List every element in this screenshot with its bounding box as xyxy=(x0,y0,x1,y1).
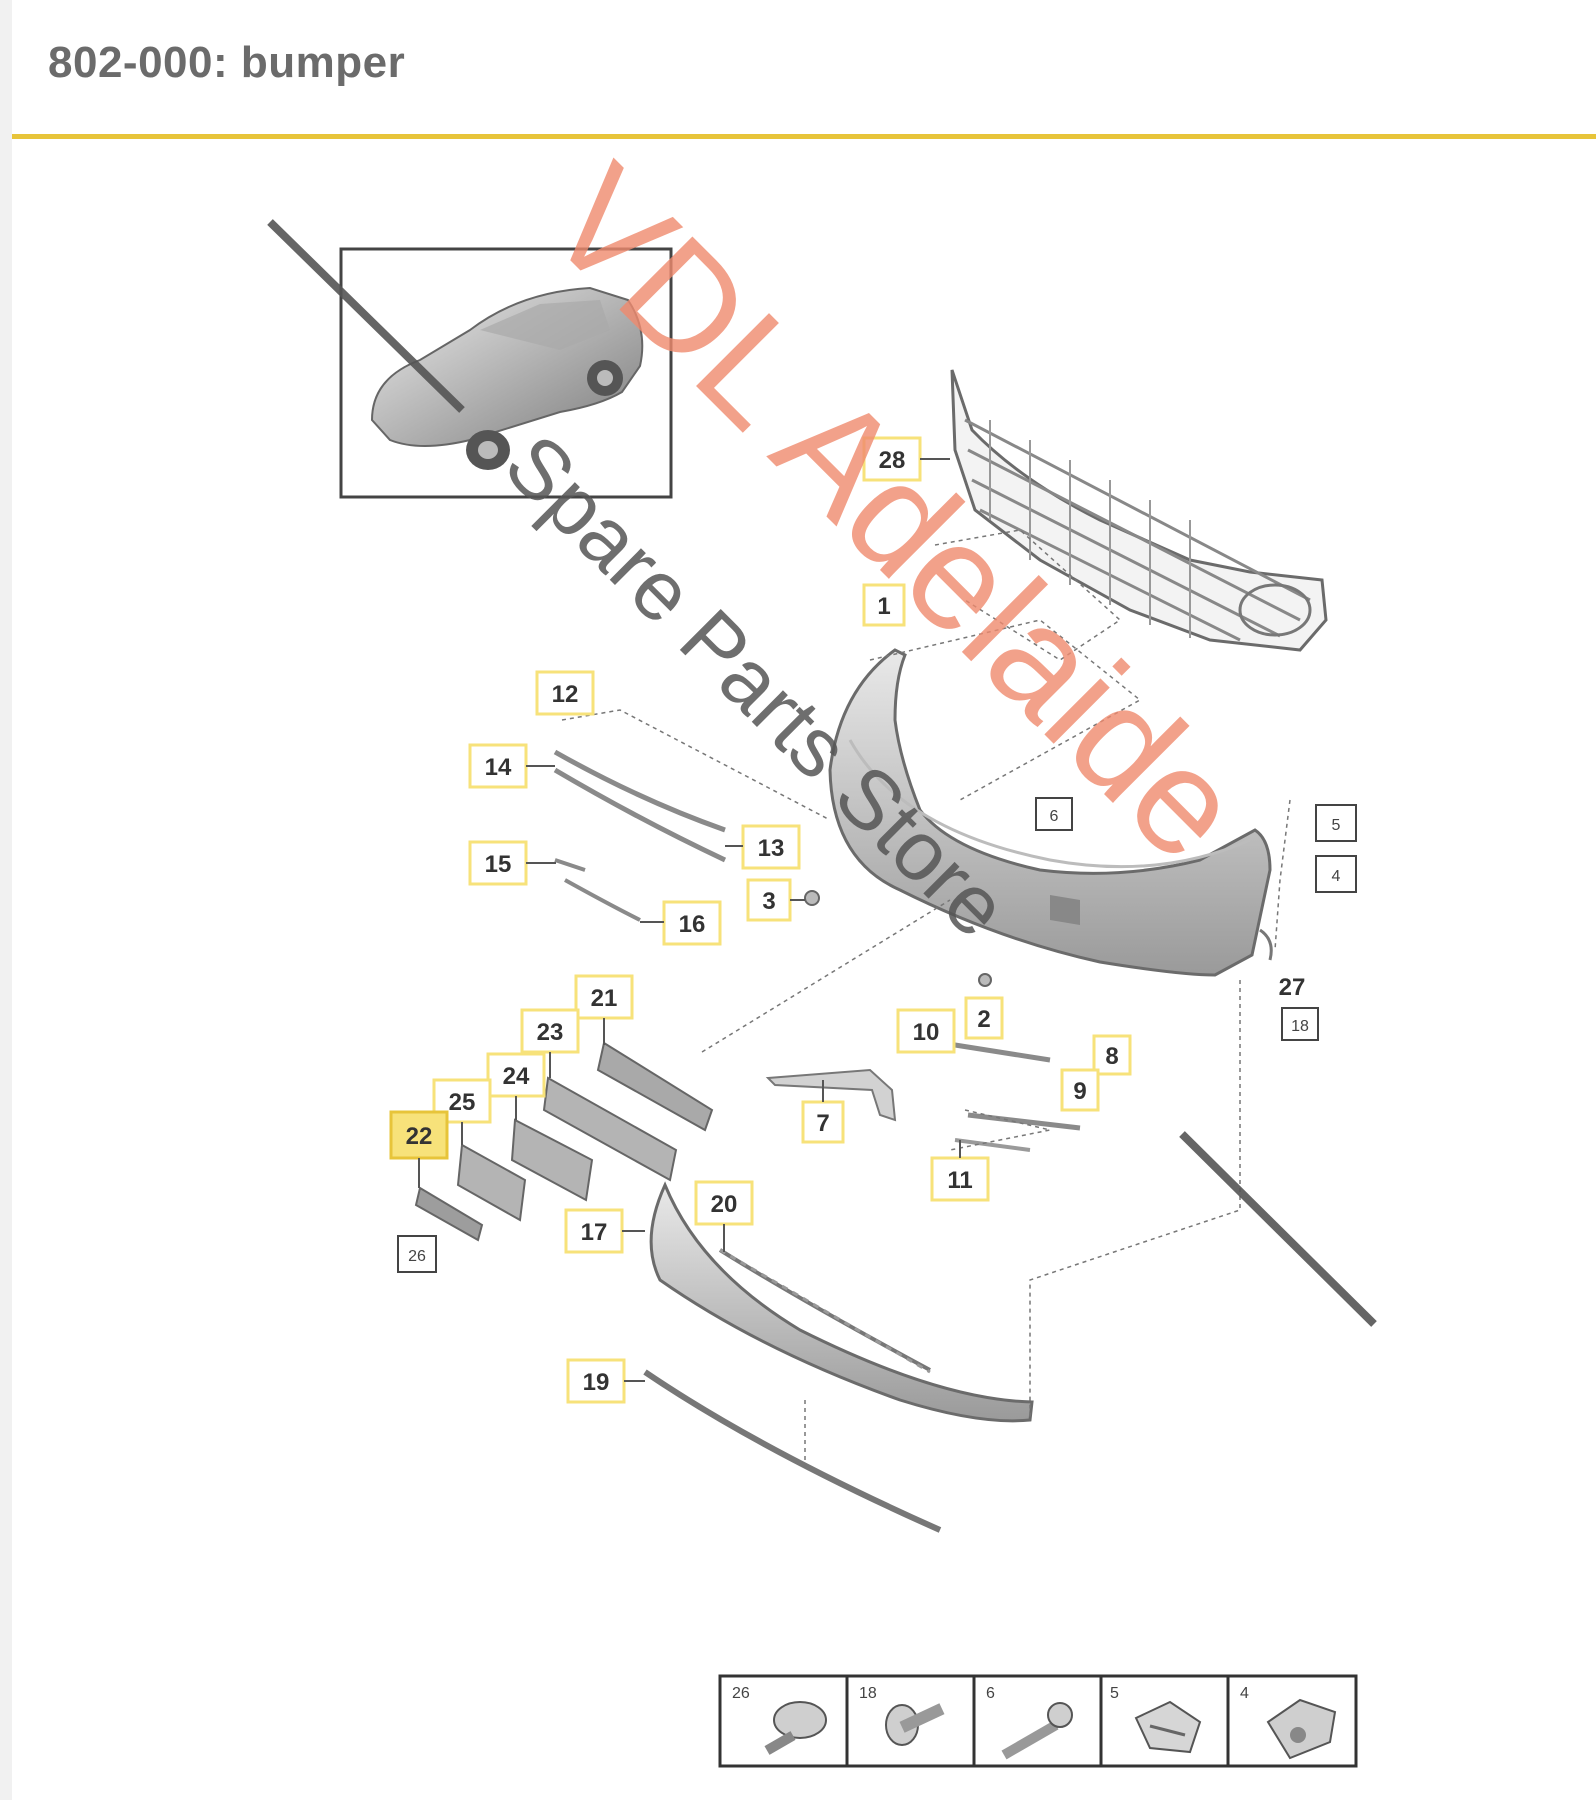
callout-21: 21 xyxy=(574,974,634,1045)
callout-label: 24 xyxy=(503,1063,530,1090)
car-overview-thumbnail xyxy=(339,247,673,499)
callout-15: 15 xyxy=(468,840,556,886)
callout-label: 7 xyxy=(816,1110,829,1137)
callout-label: 3 xyxy=(762,888,775,915)
callout-label: 15 xyxy=(485,851,512,878)
callout-label: 23 xyxy=(537,1019,564,1046)
spring-clip-icon xyxy=(1134,1700,1202,1754)
radiator-grille xyxy=(950,369,1328,652)
callout-11: 11 xyxy=(930,1140,990,1202)
callout-2: 2 xyxy=(964,996,1004,1040)
expanding-rivet-icon xyxy=(764,1701,827,1755)
callout-label: 12 xyxy=(552,681,579,708)
callout-24: 24 xyxy=(486,1052,546,1120)
bumper-cover xyxy=(828,648,1273,977)
callout-18: 18 xyxy=(1281,1007,1319,1041)
legend-label: 6 xyxy=(986,1685,995,1702)
callout-17: 17 xyxy=(564,1208,645,1254)
callout-5: 5 xyxy=(1315,804,1357,842)
legend-cell-5: 5 xyxy=(1110,1685,1202,1754)
bolt-icon xyxy=(1001,1702,1073,1760)
legend-label: 5 xyxy=(1110,1685,1119,1702)
clip-part xyxy=(804,890,820,906)
callout-14: 14 xyxy=(468,743,555,789)
callout-9: 9 xyxy=(1060,1068,1100,1112)
callout-label: 1 xyxy=(877,593,890,620)
leader-lines xyxy=(561,529,1291,1470)
callout-label: 21 xyxy=(591,985,618,1012)
legend-cell-4: 4 xyxy=(1240,1685,1337,1760)
callout-label: 6 xyxy=(1050,808,1059,825)
callout-20: 20 xyxy=(694,1180,754,1252)
lower-grille-strips xyxy=(414,1041,714,1242)
callout-6: 6 xyxy=(1035,797,1073,831)
callout-4: 4 xyxy=(1315,855,1357,893)
callout-label: 5 xyxy=(1332,817,1341,834)
callout-label: 17 xyxy=(581,1219,608,1246)
callout-7: 7 xyxy=(801,1080,845,1144)
callout-28: 28 xyxy=(862,436,950,482)
callout-label: 26 xyxy=(408,1248,426,1265)
legend-label: 18 xyxy=(859,1685,877,1702)
callout-8: 8 xyxy=(1092,1034,1132,1076)
callout-1: 1 xyxy=(862,583,906,627)
legend-cell-6: 6 xyxy=(986,1685,1073,1760)
legend-cell-18: 18 xyxy=(859,1685,945,1746)
callout-12: 12 xyxy=(535,670,595,716)
fastener-legend: 26 18 6 5 xyxy=(718,1674,1358,1768)
callout-label: 16 xyxy=(679,911,706,938)
title-divider xyxy=(12,134,1596,139)
callout-25: 25 xyxy=(432,1078,492,1145)
callout-label: 8 xyxy=(1105,1043,1118,1070)
callout-label: 10 xyxy=(913,1019,940,1046)
callout-3: 3 xyxy=(746,878,805,922)
callout-label: 14 xyxy=(485,754,512,781)
callout-26: 26 xyxy=(397,1235,437,1273)
callout-label: 18 xyxy=(1291,1018,1309,1035)
callout-19: 19 xyxy=(566,1358,645,1404)
callout-label: 11 xyxy=(947,1167,972,1194)
callout-label: 27 xyxy=(1279,974,1306,1001)
callout-23: 23 xyxy=(520,1008,580,1078)
callout-label: 25 xyxy=(449,1089,476,1116)
legend-label: 26 xyxy=(732,1685,750,1702)
callout-label: 22 xyxy=(406,1123,433,1150)
callout-10: 10 xyxy=(896,1008,956,1054)
callout-22-highlighted[interactable]: 22 xyxy=(389,1110,449,1188)
legend-label: 4 xyxy=(1240,1685,1249,1702)
small-brackets xyxy=(765,973,1081,1152)
page-title: 802-000: bumper xyxy=(48,38,406,87)
callout-16: 16 xyxy=(640,900,722,946)
callout-label: 9 xyxy=(1073,1078,1086,1105)
lower-spoiler-parts xyxy=(643,1181,1034,1533)
screw-icon xyxy=(885,1703,945,1746)
legend-cell-26: 26 xyxy=(732,1685,827,1755)
clip-nut-icon xyxy=(1266,1698,1337,1760)
callout-13: 13 xyxy=(725,824,801,870)
callout-label: 20 xyxy=(711,1191,738,1218)
callout-label: 2 xyxy=(977,1006,990,1033)
callout-label: 28 xyxy=(879,447,906,474)
callout-label: 19 xyxy=(583,1369,610,1396)
callout-label: 4 xyxy=(1332,868,1341,885)
page-header: 802-000: bumper xyxy=(12,0,1596,140)
trim-strips-upper xyxy=(553,749,727,922)
callout-27: 27 xyxy=(1279,974,1306,1001)
callout-label: 13 xyxy=(758,835,785,862)
